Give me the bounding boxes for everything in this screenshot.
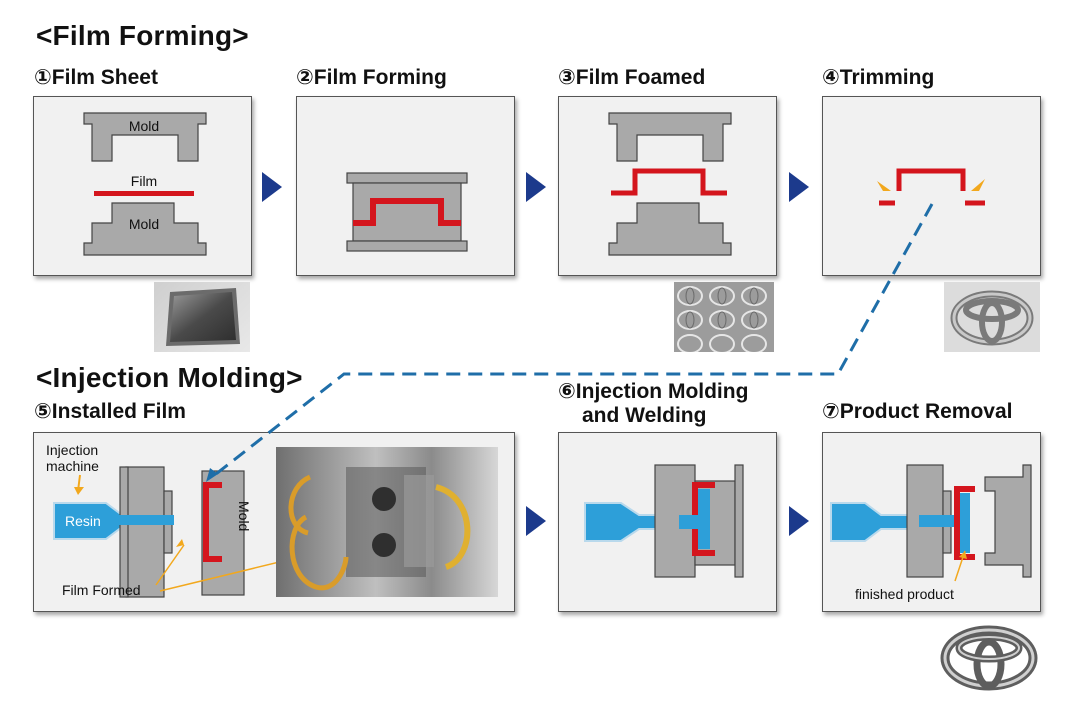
film-forming-diagram xyxy=(346,172,468,252)
step-5-title: ⑤Installed Film xyxy=(34,400,186,424)
trimmed-emblem-photo xyxy=(944,282,1040,352)
upper-mold-label: Mold xyxy=(129,118,159,134)
panel-film-foamed xyxy=(558,96,777,276)
upper-mold xyxy=(83,112,207,162)
step-2-number: ② xyxy=(296,66,314,89)
arrow-6-to-7 xyxy=(789,506,809,536)
film-foamed-diagram xyxy=(608,112,732,256)
mold-vertical-label: Mold xyxy=(236,501,252,531)
finished-emblem-photo xyxy=(934,618,1044,696)
installed-film-shape xyxy=(203,482,222,562)
product-removal-diagram: finished product xyxy=(830,464,1032,602)
installed-film-diagram: Resin Injection machine Mold Film Formed xyxy=(46,442,375,598)
resin-label: Resin xyxy=(65,513,101,529)
step-1-number: ① xyxy=(34,66,52,89)
injection-machine-label-2: machine xyxy=(46,458,99,474)
spark-left xyxy=(877,181,891,191)
step-7-label: Product Removal xyxy=(839,400,1013,423)
step-6-label-line1: Injection Molding xyxy=(575,380,749,403)
arrow-1-to-2 xyxy=(262,172,282,202)
panel-trimming xyxy=(822,96,1041,276)
spark-right xyxy=(971,179,985,191)
film-formed-label: Film Formed xyxy=(62,582,141,598)
step-1-label: Film Sheet xyxy=(51,66,158,89)
step-7-title: ⑦Product Removal xyxy=(822,400,1013,424)
panel-product-removal: finished product xyxy=(822,432,1041,612)
step-3-label: Film Foamed xyxy=(575,66,706,89)
trimmed-film xyxy=(896,168,966,191)
step-1-title: ①Film Sheet xyxy=(34,66,158,90)
lower-mold xyxy=(83,202,207,256)
step-2-label: Film Forming xyxy=(313,66,447,89)
step-5-label: Installed Film xyxy=(51,400,186,423)
step-2-title: ②Film Forming xyxy=(296,66,447,90)
installed-film-photo xyxy=(276,447,498,597)
lower-mold-label: Mold xyxy=(129,216,159,232)
step-4-title: ④Trimming xyxy=(822,66,934,90)
panel-injection-welding xyxy=(558,432,777,612)
step-7-number: ⑦ xyxy=(822,400,840,423)
film-sheet-photo xyxy=(154,282,250,352)
film-label: Film xyxy=(131,173,157,189)
film-sheet-diagram: Mold Film Mold xyxy=(83,112,207,256)
step-4-label: Trimming xyxy=(839,66,935,89)
panel-film-forming xyxy=(296,96,515,276)
step-6-number: ⑥ xyxy=(558,380,576,403)
step-6-title: ⑥Injection Molding and Welding xyxy=(558,380,748,428)
injection-welding-diagram xyxy=(584,464,744,578)
foamed-film-photo xyxy=(674,282,774,354)
step-3-number: ③ xyxy=(558,66,576,89)
step-6-label-line2: and Welding xyxy=(582,404,707,427)
panel-installed-film: Resin Injection machine Mold Film Formed xyxy=(33,432,515,612)
injection-molding-heading: <Injection Molding> xyxy=(36,362,303,393)
arrow-3-to-4 xyxy=(789,172,809,202)
step-5-number: ⑤ xyxy=(34,400,52,423)
film-forming-heading: <Film Forming> xyxy=(36,20,249,51)
step-4-number: ④ xyxy=(822,66,840,89)
injection-machine-label-1: Injection xyxy=(46,442,98,458)
finished-product-label: finished product xyxy=(855,586,954,602)
arrow-2-to-3 xyxy=(526,172,546,202)
trimming-diagram xyxy=(877,168,985,206)
foamed-film xyxy=(611,168,727,196)
step-3-title: ③Film Foamed xyxy=(558,66,705,90)
panel-film-sheet: Mold Film Mold xyxy=(33,96,252,276)
film-strip xyxy=(94,191,194,196)
arrow-5-to-6 xyxy=(526,506,546,536)
